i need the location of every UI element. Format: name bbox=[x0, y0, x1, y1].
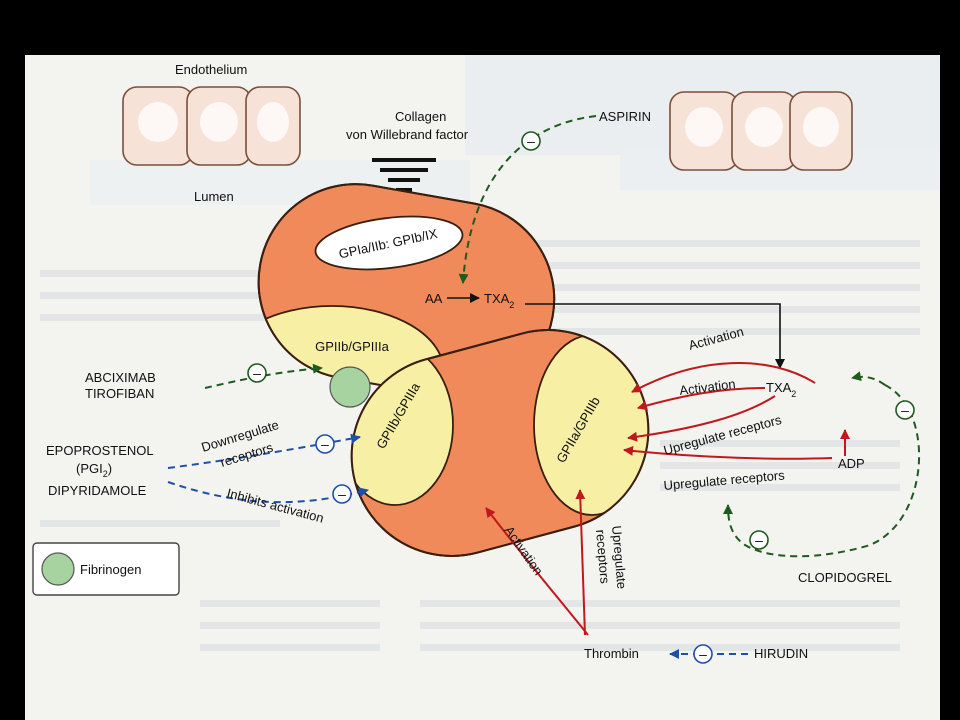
fibrinogen-molecule bbox=[329, 366, 371, 408]
textbook-page: Endothelium Lumen Collagen von Willebran… bbox=[25, 55, 940, 720]
svg-text:–: – bbox=[755, 532, 763, 548]
adp-upregulate-arrow bbox=[623, 445, 833, 460]
endothelium-label: Endothelium bbox=[175, 62, 247, 77]
clopidogrel-inhibition-arrow bbox=[723, 384, 921, 558]
epoprostenol-label: EPOPROSTENOL bbox=[46, 443, 154, 458]
inhibits-activation-label: Inhibits activation bbox=[225, 485, 325, 525]
fibrinogen-legend: Fibrinogen bbox=[32, 542, 180, 596]
svg-text:–: – bbox=[321, 436, 329, 452]
dipyridamole-label: DIPYRIDAMOLE bbox=[48, 483, 147, 498]
collagen-label: Collagen bbox=[395, 109, 446, 124]
minus-icon: – bbox=[521, 131, 541, 151]
txa2-label-right: TXA2 bbox=[766, 380, 796, 399]
vwf-label: von Willebrand factor bbox=[346, 127, 469, 142]
endothelium-cells-left bbox=[122, 86, 301, 166]
background-page-text bbox=[40, 55, 940, 651]
txa2-label-upper: TXA2 bbox=[484, 291, 514, 310]
aspirin-label: ASPIRIN bbox=[599, 109, 651, 124]
endothelium-cells-right bbox=[669, 91, 853, 171]
minus-icon: – bbox=[693, 644, 713, 664]
gpiib-upper-label: GPIIb/GPIIIa bbox=[315, 339, 389, 354]
aa-label: AA bbox=[425, 291, 443, 306]
minus-icon: – bbox=[332, 484, 352, 504]
collagen-surface-symbol bbox=[372, 158, 436, 192]
thrombin-activation-arrow bbox=[485, 507, 589, 636]
pgi2-label: (PGI2) bbox=[76, 461, 112, 479]
txa2-upregulate-arrow bbox=[627, 395, 776, 442]
upregulate-bottom-label-2: receptors bbox=[593, 529, 613, 585]
platelet-diagram: Endothelium Lumen Collagen von Willebran… bbox=[32, 55, 940, 664]
thrombin-upregulate-arrow bbox=[575, 489, 586, 636]
inhibition-markers: – – – – – – – bbox=[247, 131, 915, 664]
activation-mid-label: Activation bbox=[679, 376, 737, 398]
minus-icon: – bbox=[247, 363, 267, 383]
clopidogrel-inhibition-arrow-top bbox=[851, 371, 886, 386]
minus-icon: – bbox=[315, 434, 335, 454]
txa2-release-arrow bbox=[525, 303, 785, 369]
svg-text:–: – bbox=[338, 486, 346, 502]
svg-text:–: – bbox=[527, 133, 535, 149]
aspirin-inhibition-arrow bbox=[458, 115, 597, 284]
thrombin-label: Thrombin bbox=[584, 646, 639, 661]
upregulate-bottom-label-1: Upregulate bbox=[609, 525, 629, 590]
lumen-label: Lumen bbox=[194, 189, 234, 204]
fibrinogen-legend-label: Fibrinogen bbox=[80, 562, 141, 577]
adp-activation-arrow-top bbox=[631, 362, 816, 393]
minus-icon: – bbox=[895, 400, 915, 420]
hirudin-label: HIRUDIN bbox=[754, 646, 808, 661]
tirofiban-label: TIROFIBAN bbox=[85, 386, 154, 401]
clopidogrel-label: CLOPIDOGREL bbox=[798, 570, 892, 585]
epoprostenol-inhibition-arrow bbox=[167, 433, 361, 469]
adp-label: ADP bbox=[838, 456, 865, 471]
txa2-activation-arrow bbox=[637, 387, 766, 411]
svg-text:–: – bbox=[253, 365, 261, 381]
minus-icon: – bbox=[749, 530, 769, 550]
svg-text:–: – bbox=[901, 402, 909, 418]
abciximab-label: ABCIXIMAB bbox=[85, 370, 156, 385]
red-activation-arrows bbox=[485, 362, 850, 636]
svg-text:–: – bbox=[699, 646, 707, 662]
